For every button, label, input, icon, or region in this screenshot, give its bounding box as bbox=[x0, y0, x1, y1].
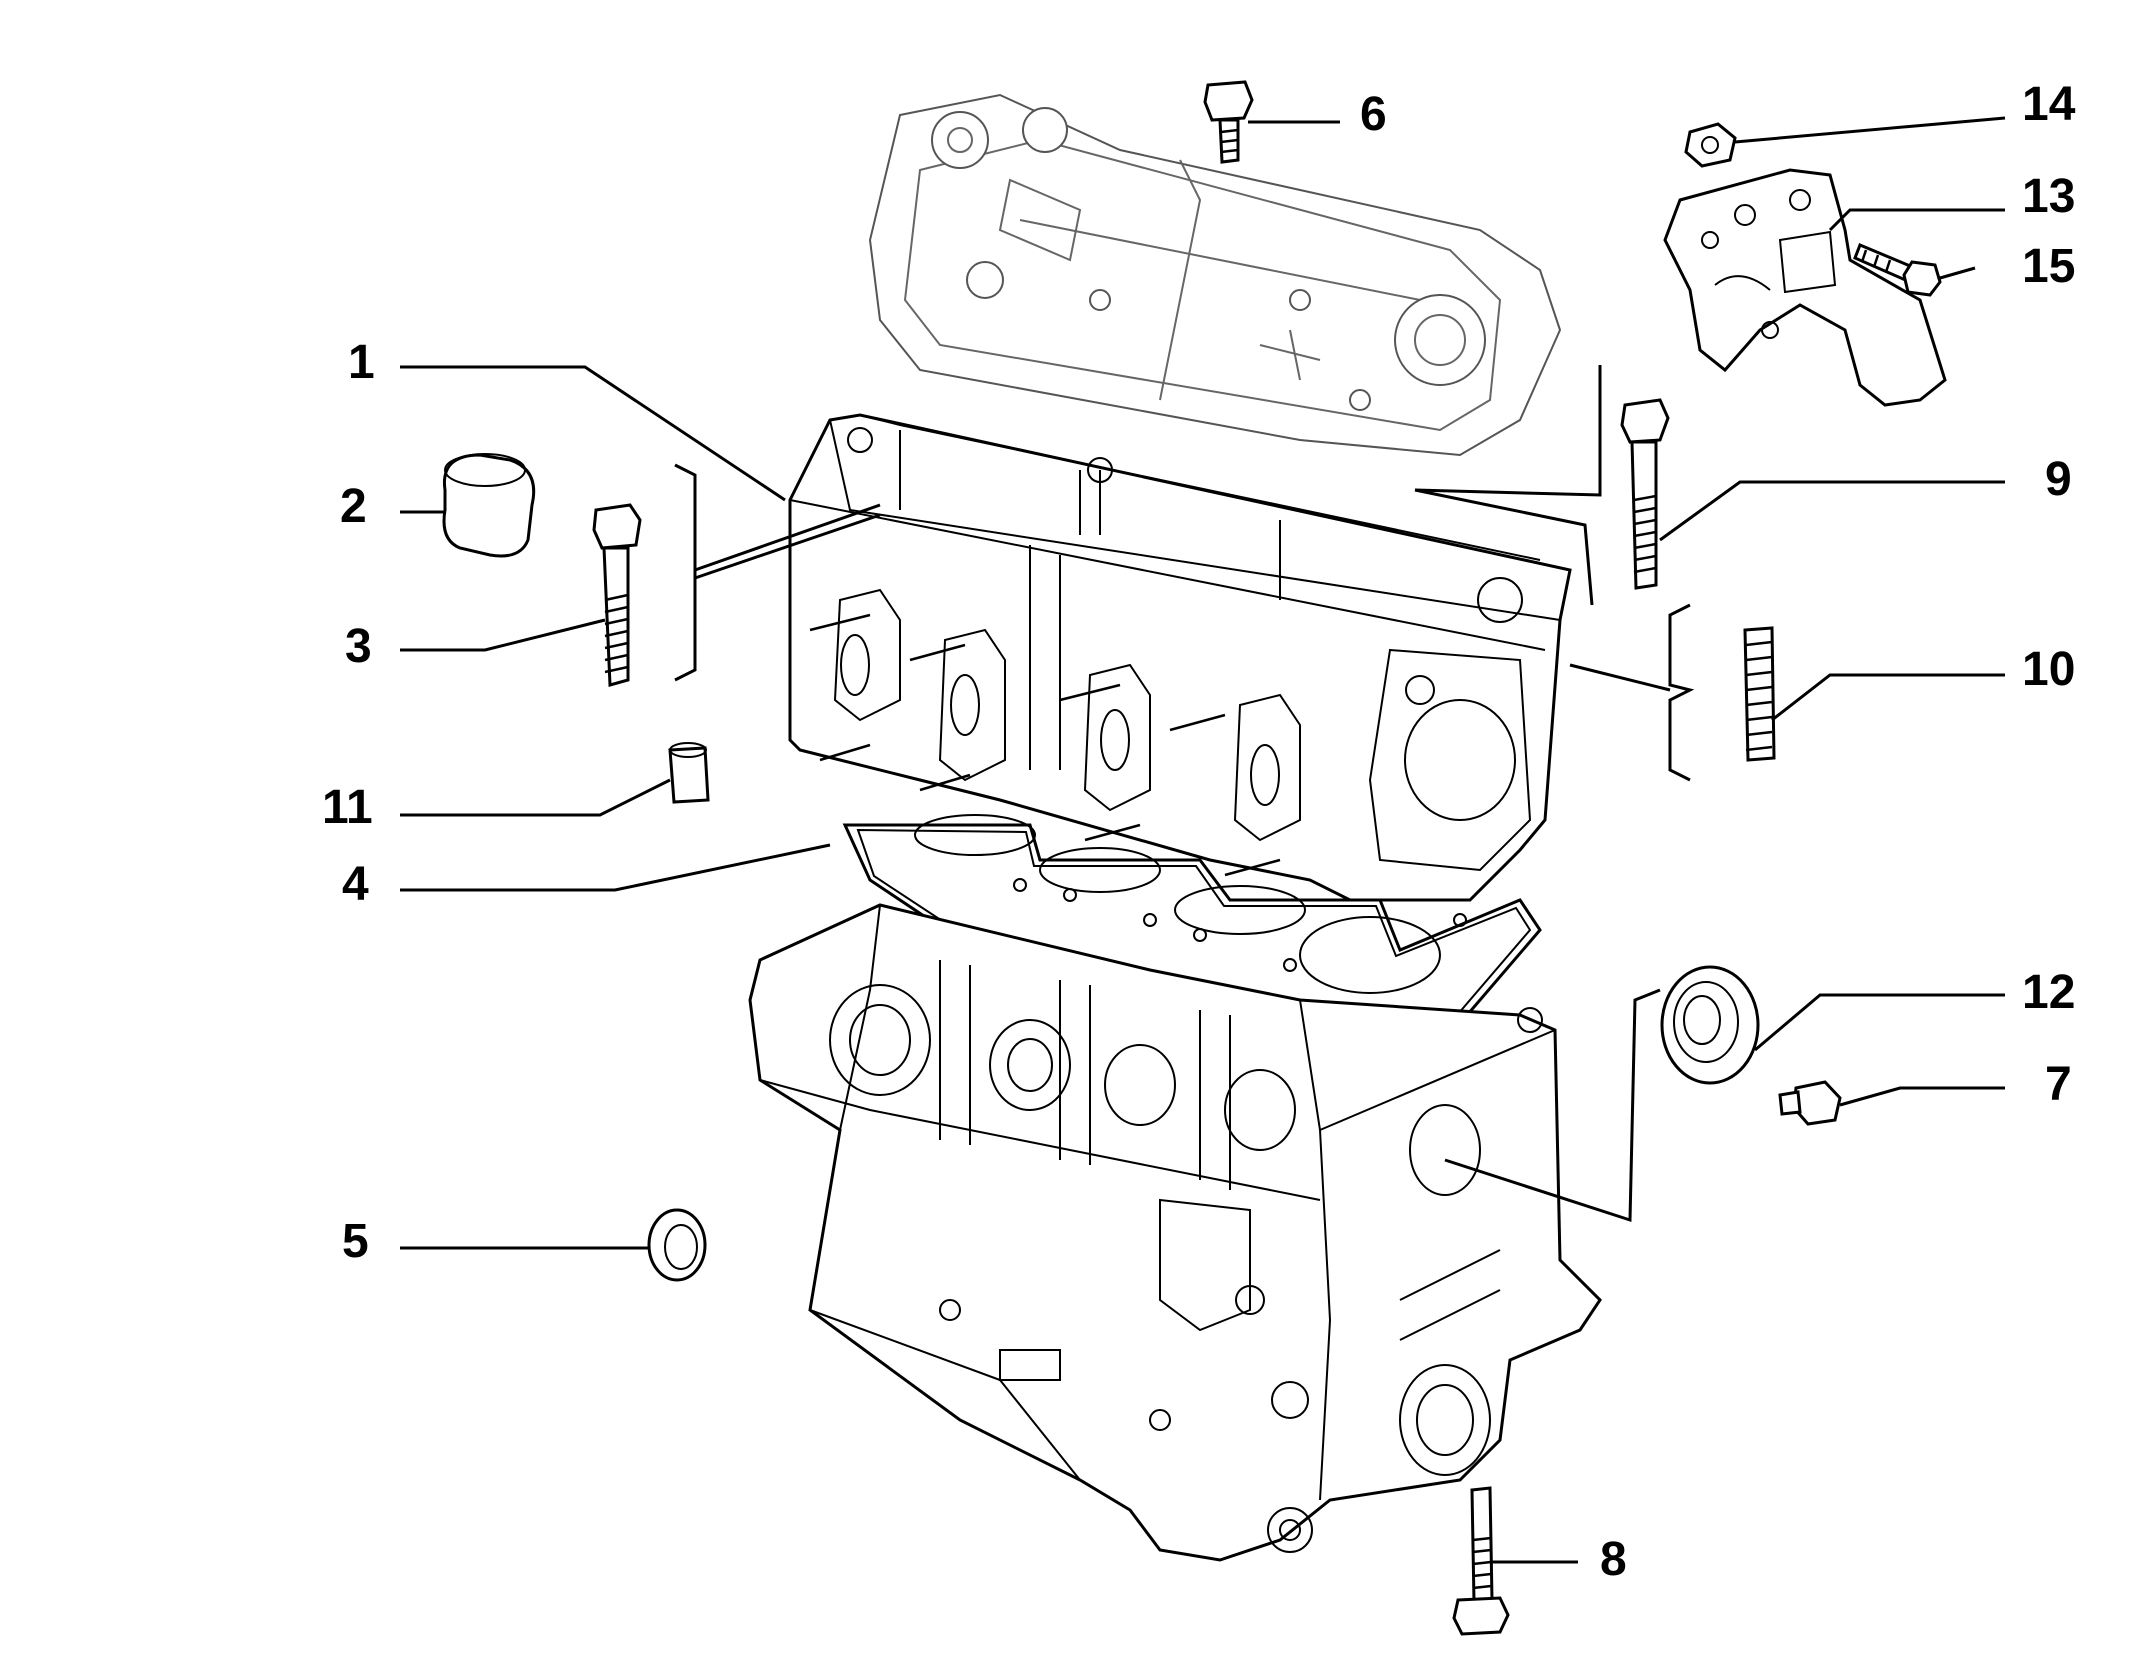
engine-block bbox=[748, 903, 1602, 1562]
callout-8: 8 bbox=[1600, 1533, 1627, 1586]
callout-12: 12 bbox=[2022, 966, 2075, 1019]
crankshaft-seal bbox=[1660, 965, 1760, 1085]
callout-10: 10 bbox=[2022, 643, 2075, 696]
cover-bolt bbox=[1203, 80, 1254, 164]
leader-lines bbox=[400, 116, 2006, 1564]
callout-13: 13 bbox=[2022, 170, 2075, 223]
cylinder-head bbox=[788, 413, 1572, 902]
callout-9: 9 bbox=[2045, 453, 2072, 506]
callout-14: 14 bbox=[2022, 78, 2076, 131]
callout-7: 7 bbox=[2045, 1058, 2072, 1111]
bottom-bolt bbox=[1452, 1486, 1510, 1636]
callout-1: 1 bbox=[348, 336, 375, 389]
callout-6: 6 bbox=[1360, 88, 1387, 141]
tappet-cup bbox=[442, 453, 536, 558]
callout-labels: 1 2 3 11 4 5 6 14 13 15 9 10 12 7 8 bbox=[322, 78, 2076, 1586]
nut bbox=[1684, 122, 1737, 168]
long-bolt bbox=[1620, 398, 1670, 590]
drain-plug bbox=[1778, 1080, 1842, 1126]
oil-seal-small bbox=[647, 1208, 707, 1282]
callout-11: 11 bbox=[322, 781, 373, 834]
callout-3: 3 bbox=[345, 620, 372, 673]
callout-2: 2 bbox=[340, 480, 367, 533]
callout-4: 4 bbox=[342, 858, 369, 911]
callout-5: 5 bbox=[342, 1215, 369, 1268]
mounting-bracket bbox=[1663, 168, 1947, 407]
callout-15: 15 bbox=[2022, 240, 2075, 293]
dowel-sleeve bbox=[668, 742, 710, 804]
bracket-bolt bbox=[1853, 243, 1942, 297]
threaded-stud bbox=[1743, 626, 1776, 762]
head-bolt bbox=[592, 503, 642, 687]
rocker-cover bbox=[868, 93, 1562, 457]
